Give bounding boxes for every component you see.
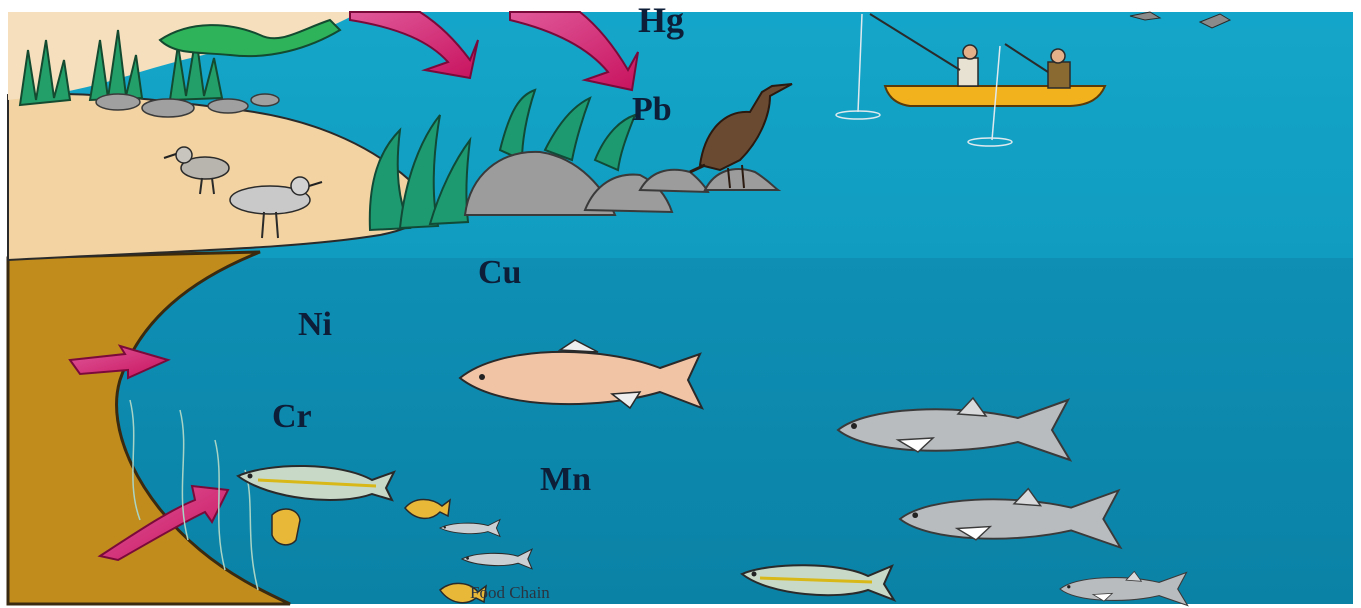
label-mn: Mn: [540, 461, 591, 498]
label-cu: Cu: [478, 254, 521, 291]
label-food-chain: Food Chain: [470, 583, 550, 602]
deep-water: [8, 258, 1353, 604]
label-ni: Ni: [298, 306, 332, 343]
label-pb: Pb: [632, 91, 672, 128]
label-cr: Cr: [272, 398, 312, 435]
label-hg: Hg: [638, 0, 684, 40]
